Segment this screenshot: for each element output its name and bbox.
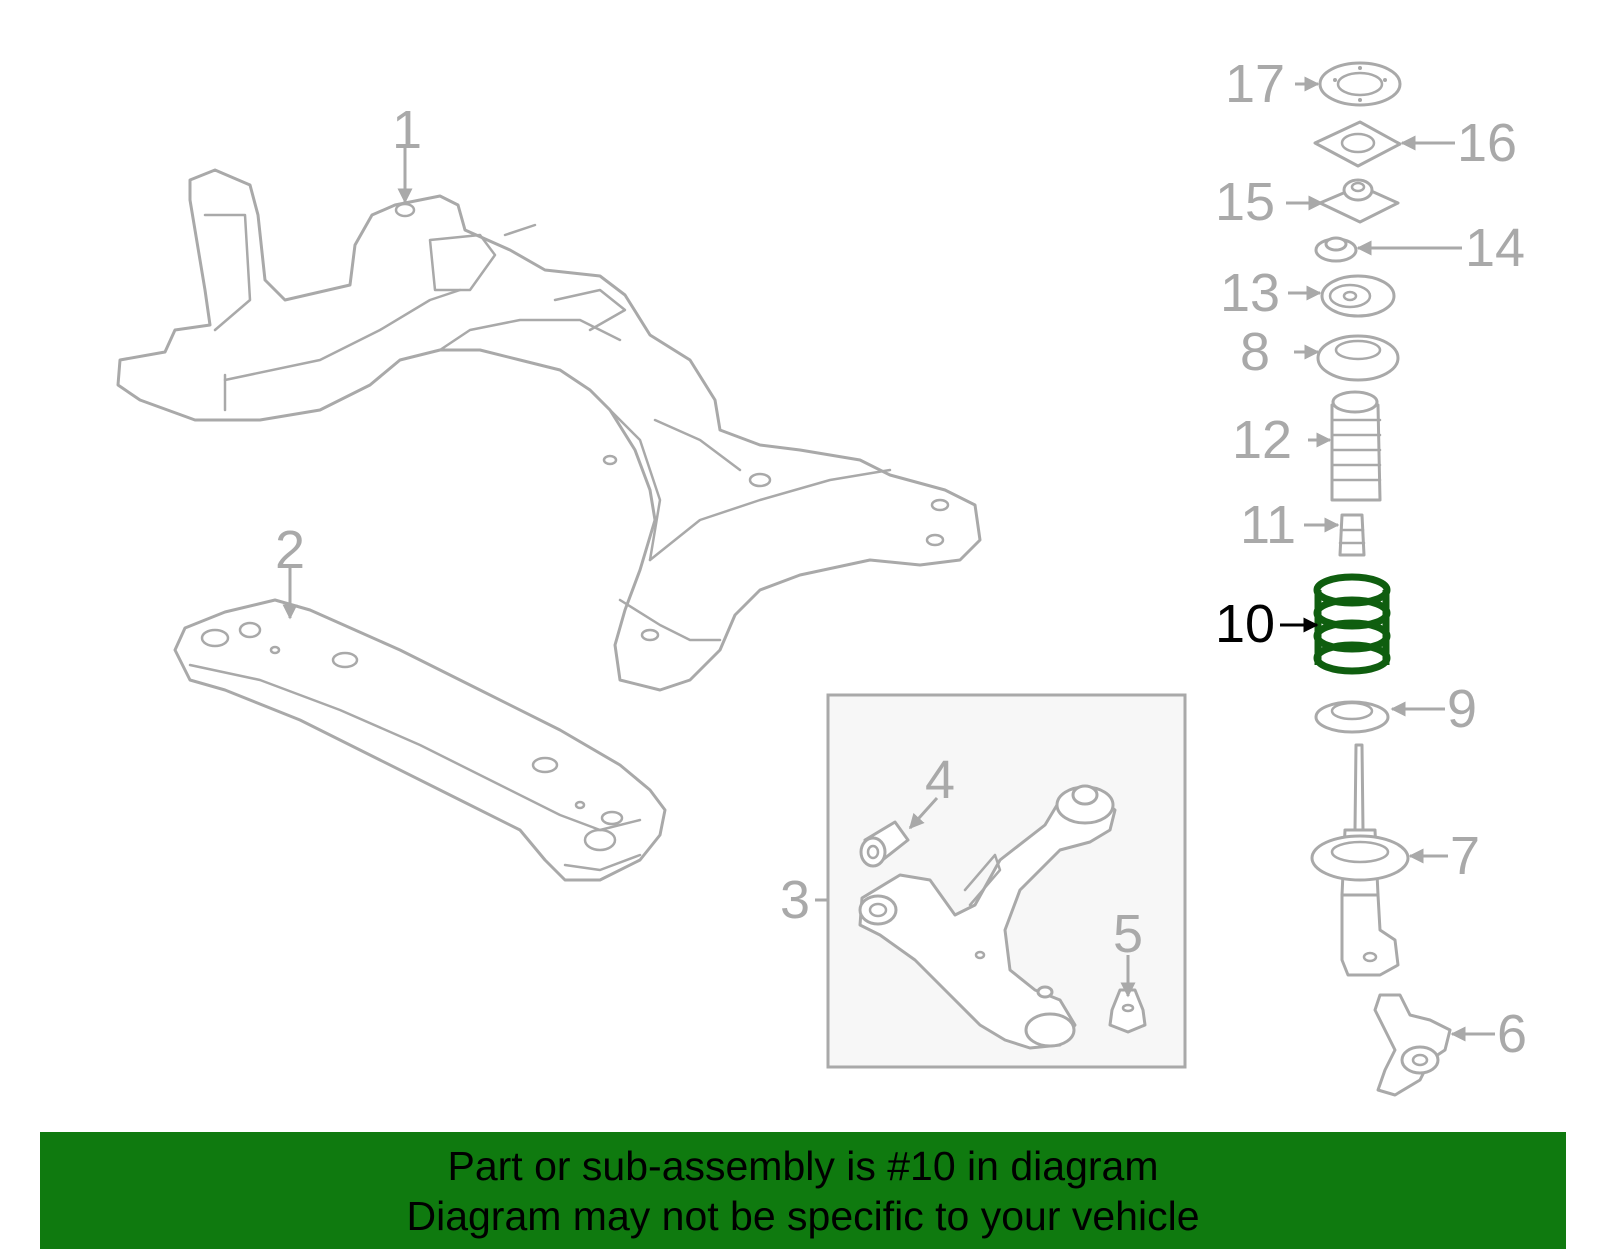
- callout-13: 13: [1220, 263, 1280, 323]
- part-6-knuckle[interactable]: [1373, 993, 1452, 1097]
- callout-2: 2: [275, 520, 305, 580]
- part-17-gasket[interactable]: [1318, 61, 1402, 107]
- callout-14: 14: [1465, 218, 1525, 278]
- banner-line-2: Diagram may not be specific to your vehi…: [406, 1192, 1200, 1239]
- part-2-crossmember[interactable]: [173, 598, 667, 882]
- callout-4: 4: [925, 750, 955, 810]
- leader-lines: [282, 76, 1495, 1042]
- callout-11: 11: [1240, 495, 1296, 555]
- part-9-lower-seat[interactable]: [1314, 700, 1390, 734]
- callout-15: 15: [1215, 172, 1275, 232]
- part-8-spring-seat[interactable]: [1316, 334, 1400, 382]
- part-4-bushing[interactable]: [859, 820, 910, 868]
- callout-9: 9: [1447, 679, 1477, 739]
- callout-10: 10: [1215, 594, 1275, 654]
- callout-7: 7: [1450, 826, 1480, 886]
- part-7-strut[interactable]: [1310, 743, 1410, 977]
- part-12-dust-boot[interactable]: [1330, 390, 1382, 502]
- callout-1: 1: [392, 100, 422, 160]
- part-1-crossmember[interactable]: [116, 168, 982, 692]
- callout-labels: 1 2 3 4 5 6 7 8 9 10 11 12 13 14 15 16 1…: [275, 54, 1527, 1064]
- callout-12: 12: [1232, 410, 1292, 470]
- part-15-strut-mount[interactable]: [1318, 178, 1400, 224]
- part-16-mount-plate[interactable]: [1313, 120, 1402, 168]
- part-10-coil-spring[interactable]: [1313, 573, 1391, 675]
- part-11-bump-stop[interactable]: [1338, 513, 1366, 557]
- callout-8: 8: [1240, 322, 1270, 382]
- callout-17: 17: [1225, 54, 1285, 114]
- info-banner: Part or sub-assembly is #10 in diagram D…: [40, 1132, 1566, 1249]
- part-14-bushing[interactable]: [1314, 236, 1358, 263]
- callout-6: 6: [1497, 1004, 1527, 1064]
- part-13-bearing[interactable]: [1320, 274, 1396, 318]
- callout-5: 5: [1113, 904, 1143, 964]
- part-3-control-arm[interactable]: [858, 784, 1117, 1050]
- callout-16: 16: [1457, 113, 1517, 173]
- callout-3: 3: [780, 870, 810, 930]
- banner-line-1: Part or sub-assembly is #10 in diagram: [447, 1142, 1159, 1189]
